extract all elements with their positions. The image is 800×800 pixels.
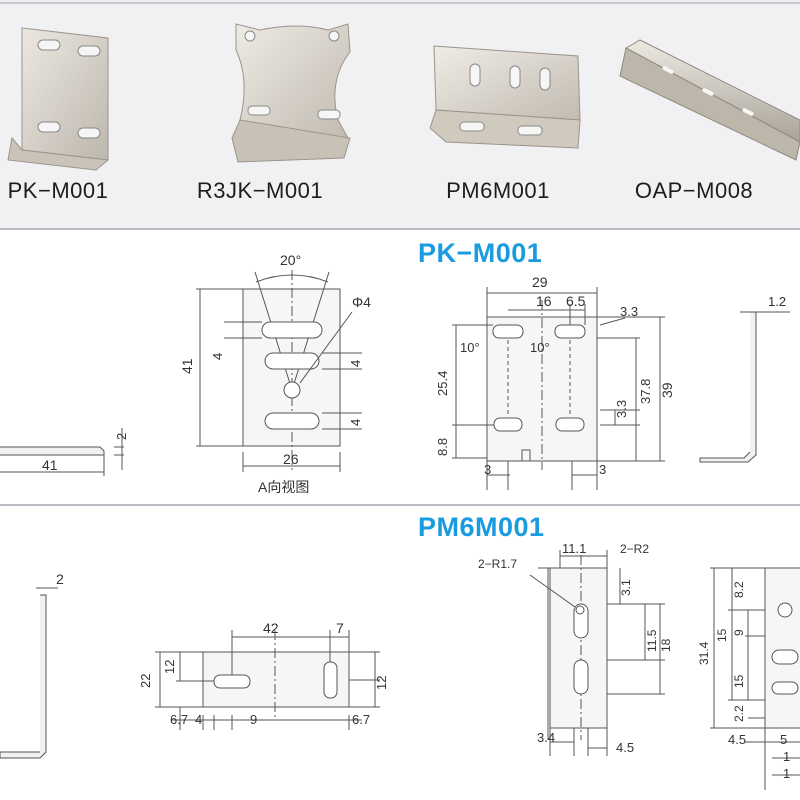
angle-10a-label: 10° [460, 340, 480, 355]
dim-1-2-label: 1.2 [768, 294, 786, 309]
dim-18-label: 18 [659, 638, 673, 652]
product-label: R3JK−M001 [196, 178, 324, 203]
height-12a-label: 12 [162, 660, 177, 674]
thickness-2-label: 2 [56, 571, 64, 587]
product-oap-m008[interactable]: OAP−M008 [610, 10, 800, 225]
dim-6-7a-label: 6.7 [170, 712, 188, 727]
dim-11-5-label: 11.5 [645, 629, 659, 652]
dim-1b-label: 1 [783, 766, 790, 781]
dim-4-5b-label: 4.5 [728, 732, 746, 747]
angle-20-label: 20° [280, 252, 301, 268]
pm6m001-bracket-image [429, 45, 581, 149]
section-title-pk-m001: PK−M001 [418, 238, 543, 268]
product-label: PK−M001 [7, 178, 109, 203]
top-divider [0, 2, 800, 4]
width-42-label: 42 [263, 620, 279, 636]
dim-31-4-label: 31.4 [697, 641, 711, 665]
width-16-label: 16 [536, 293, 552, 309]
product-pm6m001[interactable]: PM6M001 [400, 10, 600, 225]
dim-4-label: 4 [195, 712, 202, 727]
phi-4-label: Φ4 [352, 294, 371, 310]
dim-5-label: 5 [780, 732, 787, 747]
height-22-label: 22 [138, 674, 153, 688]
view-a-label: A向视图 [258, 479, 309, 495]
dim-11-1-label: 11.1 [562, 541, 586, 556]
dim-3b-label: 3 [599, 462, 606, 477]
dim-9b-label: 9 [732, 629, 746, 636]
product-label: PM6M001 [446, 178, 550, 203]
product-photo-band: PK−M001 R3JK−M001 [0, 0, 800, 230]
dim-2-2-label: 2.2 [732, 705, 746, 722]
height-41-label: 41 [179, 358, 195, 374]
width-7-label: 7 [336, 620, 344, 636]
height-12b-label: 12 [374, 676, 389, 690]
dim-25-4-label: 25.4 [435, 371, 450, 396]
radius-1-7-label: 2−R1.7 [478, 557, 517, 571]
dim-9-label: 9 [250, 712, 257, 727]
pk-m001-bracket-image [7, 27, 110, 171]
width-26-label: 26 [283, 451, 299, 467]
dim-39-label: 39 [659, 382, 675, 398]
thickness-2-label: 2 [114, 433, 129, 440]
width-41-label: 41 [42, 457, 58, 473]
r3jk-m001-bracket-image [231, 23, 351, 163]
dim-4b-label: 4 [348, 360, 363, 367]
width-6-5-label: 6.5 [566, 293, 586, 309]
dim-8-8-label: 8.8 [435, 438, 450, 456]
product-pk-m001[interactable]: PK−M001 [0, 10, 200, 225]
dim-15a-label: 15 [715, 628, 729, 642]
dim-3-3a-label: 3.3 [620, 304, 638, 319]
dim-4-5a-label: 4.5 [616, 740, 634, 755]
product-label: OAP−M008 [634, 178, 754, 203]
dim-15b-label: 15 [732, 674, 746, 688]
width-29-label: 29 [532, 274, 548, 290]
dim-3-1-label: 3.1 [619, 579, 633, 596]
dim-4c-label: 4 [348, 419, 363, 426]
dim-3a-label: 3 [484, 462, 491, 477]
oap-m008-rail-image [619, 39, 800, 161]
dim-1a-label: 1 [783, 749, 790, 764]
dim-3-3b-label: 3.3 [614, 400, 629, 418]
radius-2-label: 2−R2 [620, 542, 649, 556]
section-title-pm6m001: PM6M001 [418, 512, 545, 542]
section-divider [0, 504, 800, 506]
dim-8-2-label: 8.2 [732, 581, 746, 598]
dim-3-4-label: 3.4 [537, 730, 555, 745]
dim-6-7b-label: 6.7 [352, 712, 370, 727]
dim-37-8-label: 37.8 [638, 379, 653, 404]
angle-10b-label: 10° [530, 340, 550, 355]
dim-4a-label: 4 [210, 353, 225, 360]
product-r3jk-m001[interactable]: R3JK−M001 [178, 10, 378, 225]
